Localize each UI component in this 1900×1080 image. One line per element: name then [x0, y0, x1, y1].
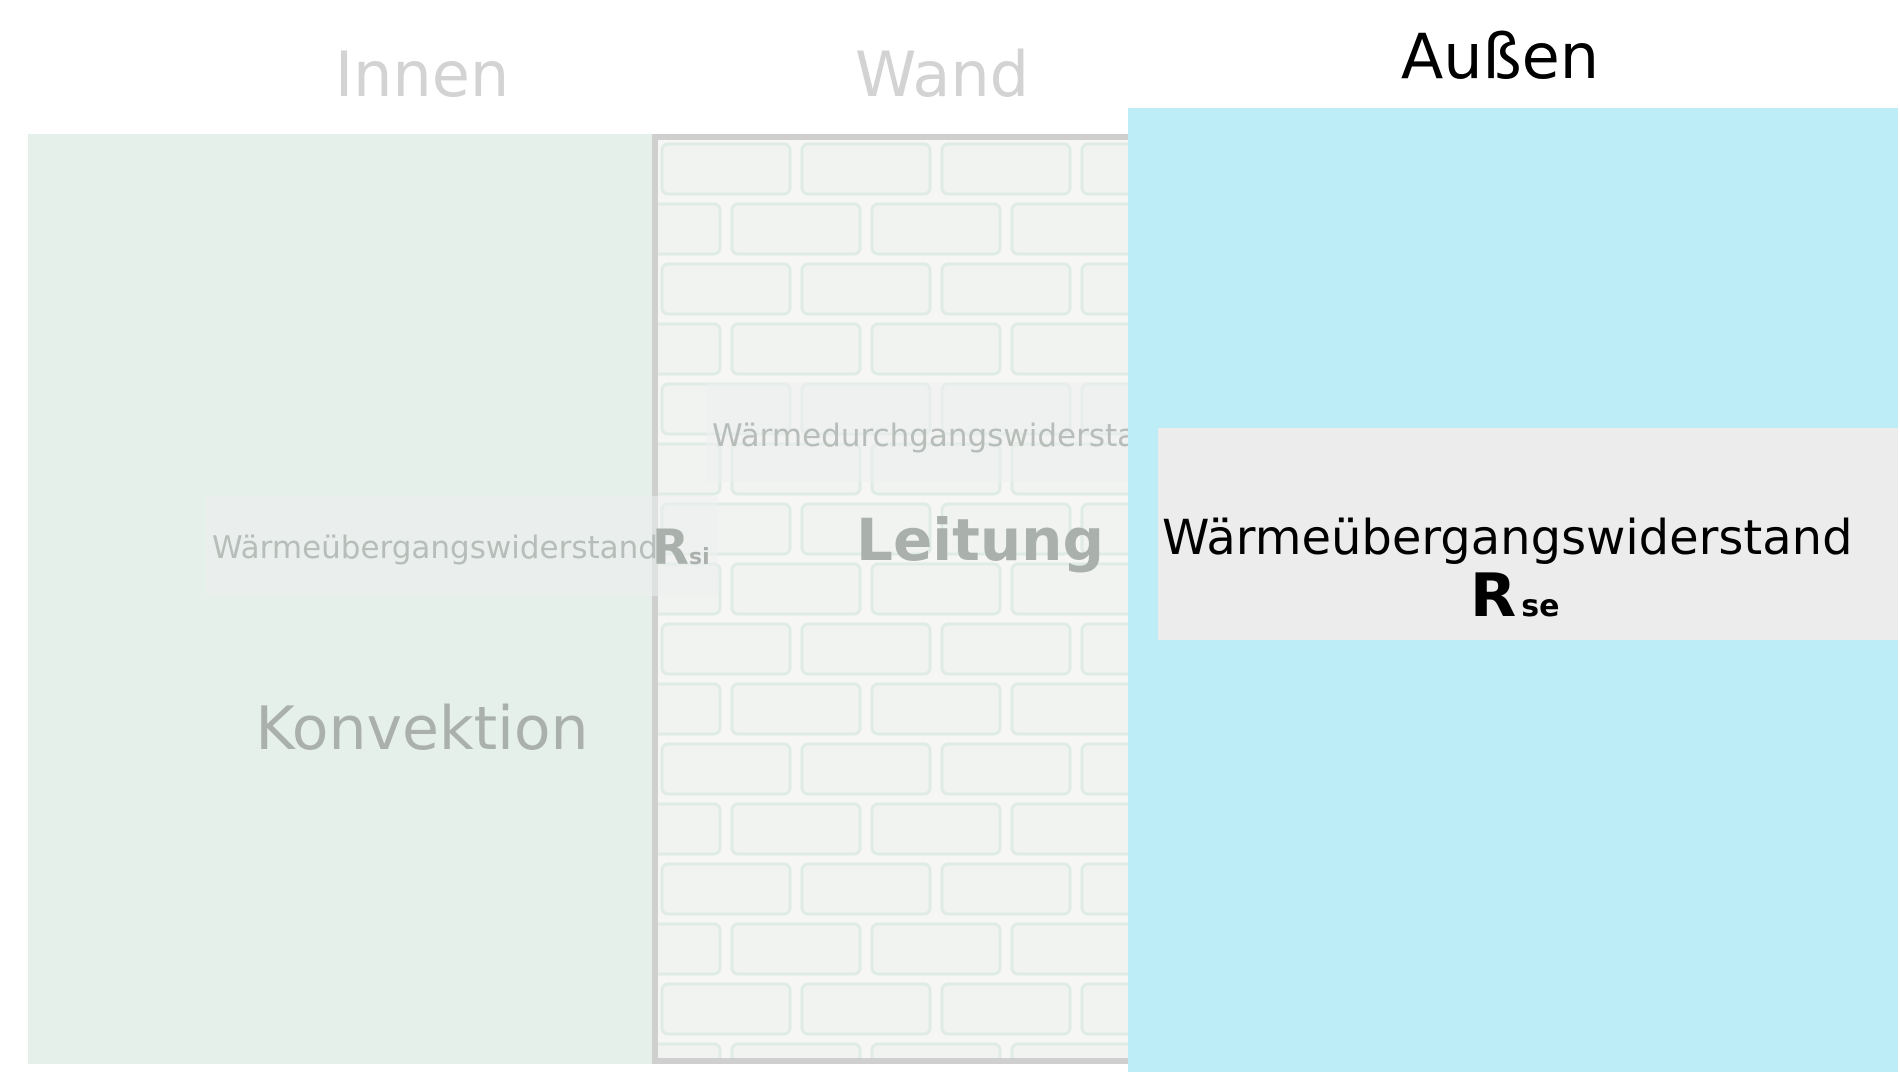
- wall-mechanism: Leitung: [855, 506, 1104, 574]
- inside-mechanism: Konvektion: [255, 694, 589, 764]
- wall-resistance-label: Wärmedurchgangswiderstan: [712, 418, 1128, 454]
- inside-zone: [28, 134, 652, 1064]
- wall-title: Wand: [855, 38, 1029, 111]
- outside-resistance-symbol: R se: [1470, 566, 1560, 626]
- outside-resistance-label: Wärmeübergangswiderstand: [1162, 510, 1853, 566]
- wall-zone: [652, 134, 1128, 1064]
- inside-resistance-band: [206, 496, 718, 596]
- inside-resistance-subscript: si: [688, 545, 710, 570]
- outside-resistance-band: [1158, 428, 1898, 640]
- outside-title: Außen: [1400, 20, 1600, 93]
- outside-resistance-subscript: se: [1521, 589, 1560, 624]
- inside-resistance-label: Wärmeübergangswiderstand: [212, 530, 658, 566]
- brick-pattern: [658, 140, 1128, 1058]
- inside-resistance-symbol: Rsi: [652, 524, 710, 572]
- wall-resistance-band: [706, 382, 1128, 482]
- inside-resistance-R: R: [652, 520, 689, 576]
- inside-title: Innen: [334, 38, 510, 111]
- outside-resistance-R: R: [1470, 561, 1517, 631]
